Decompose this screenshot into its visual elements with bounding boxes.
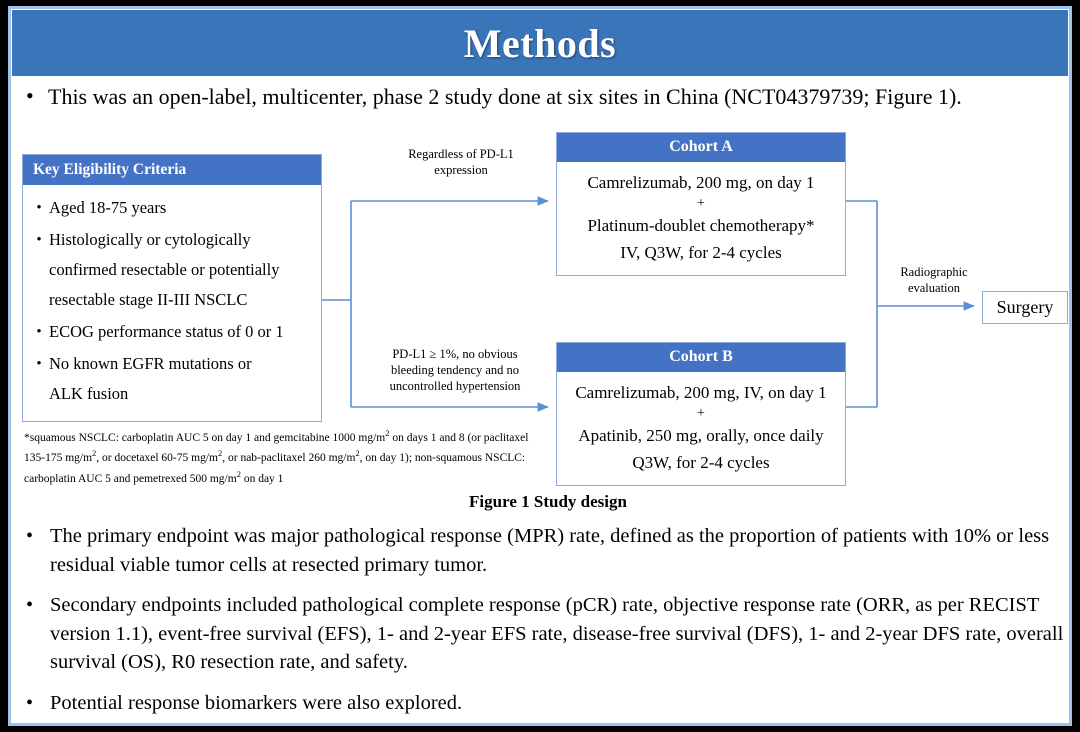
eligibility-card-body: • Aged 18-75 years • Histologically or c… (23, 185, 321, 421)
cohort-b-card: Cohort B Camrelizumab, 200 mg, IV, on da… (556, 342, 846, 486)
bullet-marker-icon: • (36, 232, 42, 248)
bullet-marker-icon: • (36, 324, 42, 340)
surgery-node: Surgery (982, 291, 1068, 324)
intro-bullet-text: This was an open-label, multicenter, pha… (48, 84, 962, 109)
endpoint-bullet-text: The primary endpoint was major pathologi… (50, 525, 1050, 576)
bullet-marker-icon: • (26, 691, 34, 714)
eligibility-item-label: No known EGFR mutations or ALK fusion (49, 349, 252, 409)
connector-label-line: Regardless of PD-L1 (408, 147, 514, 161)
cohort-a-line-1: Camrelizumab, 200 mg, on day 1 (587, 173, 815, 192)
eligibility-item-line: No known EGFR mutations or (49, 354, 252, 373)
bullet-marker-icon: • (26, 594, 34, 616)
bullet-marker-icon: • (36, 200, 42, 216)
connector-label-line: evaluation (907, 281, 961, 295)
list-item: • ECOG performance status of 0 or 1 (29, 317, 315, 347)
eligibility-criteria-card: Key Eligibility Criteria • Aged 18-75 ye… (22, 154, 322, 422)
bullet-marker-icon: • (36, 356, 42, 372)
connector-label-cohort-a: Regardless of PD-L1 expression (386, 146, 536, 178)
cohort-a-line-2: Platinum-doublet chemotherapy* (587, 216, 815, 235)
connector-label-line: Radiographic (900, 265, 968, 279)
eligibility-item-label: Histologically or cytologically confirme… (49, 225, 279, 315)
connector-label-cohort-b: PD-L1 ≥ 1%, no obvious bleeding tendency… (360, 346, 550, 394)
cohort-b-plus-sign: + (697, 406, 705, 421)
intro-bullet: • This was an open-label, multicenter, p… (26, 82, 1066, 111)
eligibility-item-label: Aged 18-75 years (49, 198, 167, 217)
cohort-a-card: Cohort A Camrelizumab, 200 mg, on day 1 … (556, 132, 846, 276)
figure-caption: Figure 1 Study design (469, 492, 627, 511)
connector-label-surgery: Radiographic evaluation (886, 264, 982, 296)
cohort-b-header: Cohort B (557, 343, 845, 372)
endpoint-bullet-text: Potential response biomarkers were also … (50, 691, 463, 714)
endpoints-bullet-list: • The primary endpoint was major patholo… (26, 522, 1070, 729)
chemotherapy-footnote: *squamous NSCLC: carboplatin AUC 5 on da… (24, 428, 529, 485)
connector-label-line: expression (434, 163, 488, 177)
cohort-b-line-1: Camrelizumab, 200 mg, IV, on day 1 (575, 383, 827, 402)
list-item: • The primary endpoint was major patholo… (26, 522, 1070, 579)
cohort-a-body: Camrelizumab, 200 mg, on day 1 + Platinu… (557, 162, 845, 275)
list-item: • Histologically or cytologically confir… (29, 225, 315, 315)
eligibility-item-label: ECOG performance status of 0 or 1 (49, 322, 284, 341)
list-item: • No known EGFR mutations or ALK fusion (29, 349, 315, 409)
bullet-marker-icon: • (26, 525, 34, 547)
list-item: • Secondary endpoints included pathologi… (26, 591, 1070, 677)
connector-label-line: bleeding tendency and no (390, 363, 520, 377)
eligibility-card-header: Key Eligibility Criteria (23, 155, 321, 185)
slide-title-banner: Methods (12, 10, 1068, 76)
cohort-a-header: Cohort A (557, 133, 845, 162)
surgery-label: Surgery (996, 297, 1054, 317)
eligibility-item-line: ALK fusion (49, 384, 129, 403)
connector-label-line: PD-L1 ≥ 1%, no obvious (392, 347, 518, 361)
bullet-marker-icon: • (26, 83, 34, 108)
study-design-figure: Key Eligibility Criteria • Aged 18-75 ye… (8, 124, 1080, 494)
cohort-b-line-2: Apatinib, 250 mg, orally, once daily (578, 426, 824, 445)
cohort-a-line-3: IV, Q3W, for 2-4 cycles (620, 243, 782, 262)
cohort-b-line-3: Q3W, for 2-4 cycles (632, 453, 770, 472)
cohort-a-plus-sign: + (697, 196, 705, 211)
list-item: • Aged 18-75 years (29, 193, 315, 223)
page-title: Methods (463, 20, 617, 66)
eligibility-item-line: Histologically or cytologically (49, 230, 251, 249)
cohort-b-body: Camrelizumab, 200 mg, IV, on day 1 + Apa… (557, 372, 845, 485)
connector-label-line: uncontrolled hypertension (389, 379, 521, 393)
endpoint-bullet-text: Secondary endpoints included pathologica… (50, 594, 1064, 673)
eligibility-item-line: confirmed resectable or potentially (49, 260, 280, 279)
list-item: • Potential response biomarkers were als… (26, 689, 1070, 718)
eligibility-item-line: resectable stage II-III NSCLC (49, 290, 248, 309)
